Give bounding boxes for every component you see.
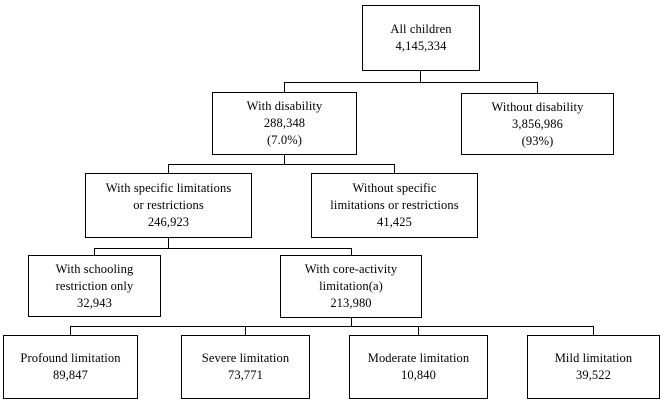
- node-value: 41,425: [377, 215, 412, 229]
- connector-line: [351, 318, 352, 326]
- node-label-line2: or restrictions: [133, 198, 204, 212]
- connector-line: [70, 326, 71, 335]
- node-without-specific-limitations: Without specific limitations or restrict…: [311, 173, 478, 238]
- connector-line: [94, 248, 352, 249]
- node-label: Without disability: [491, 99, 584, 114]
- node-percent: (7.0%): [267, 133, 302, 147]
- node-with-disability: With disability 288,348 (7.0%): [212, 92, 357, 155]
- node-label: Mild limitation: [554, 351, 633, 365]
- node-label: All children: [390, 22, 452, 36]
- node-value: 3,856,986: [512, 116, 563, 131]
- node-label: With disability: [246, 99, 323, 113]
- connector-line: [351, 248, 352, 255]
- connector-line: [284, 82, 538, 83]
- node-label: With schooling: [55, 261, 134, 276]
- node-value: 89,847: [53, 368, 88, 382]
- connector-line: [168, 164, 169, 173]
- node-value: 32,943: [77, 295, 112, 310]
- connector-line: [168, 238, 169, 248]
- connector-line: [70, 326, 594, 327]
- node-value: 39,522: [576, 368, 611, 382]
- node-label-line2: limitations or restrictions: [330, 198, 459, 212]
- node-with-schooling-restriction: With schooling restriction only 32,943: [28, 255, 161, 317]
- node-with-specific-limitations: With specific limitations or restriction…: [85, 173, 252, 238]
- node-without-disability: Without disability 3,856,986 (93%): [461, 93, 614, 155]
- node-label-line2: restriction only: [55, 278, 134, 293]
- node-value: 73,771: [228, 368, 263, 382]
- connector-line: [394, 164, 395, 173]
- node-label: With core-activity: [304, 262, 398, 276]
- node-label: Moderate limitation: [367, 351, 470, 365]
- node-percent: (93%): [521, 133, 554, 148]
- node-label: Profound limitation: [20, 351, 121, 365]
- node-label: Without specific: [352, 181, 437, 195]
- connector-line: [537, 82, 538, 93]
- connector-line: [284, 82, 285, 92]
- node-profound-limitation: Profound limitation 89,847: [3, 335, 138, 399]
- node-with-core-activity-limitation: With core-activity limitation(a) 213,980: [280, 255, 422, 318]
- node-value: 10,840: [401, 368, 436, 382]
- node-moderate-limitation: Moderate limitation 10,840: [349, 335, 488, 399]
- connector-line: [593, 326, 594, 335]
- node-value: 288,348: [263, 116, 306, 130]
- node-mild-limitation: Mild limitation 39,522: [527, 335, 660, 399]
- node-value: 4,145,334: [395, 39, 447, 53]
- connector-line: [168, 164, 395, 165]
- connector-line: [94, 248, 95, 255]
- node-value: 246,923: [147, 215, 190, 229]
- node-label: With specific limitations: [105, 181, 232, 195]
- connector-line: [284, 155, 285, 164]
- connector-line: [418, 326, 419, 335]
- node-label-line2: limitation(a): [319, 279, 383, 293]
- connector-line: [245, 326, 246, 335]
- node-value: 213,980: [330, 296, 372, 310]
- connector-line: [420, 71, 421, 82]
- node-label: Severe limitation: [201, 351, 290, 365]
- node-all-children: All children 4,145,334: [362, 5, 480, 71]
- node-severe-limitation: Severe limitation 73,771: [181, 335, 310, 399]
